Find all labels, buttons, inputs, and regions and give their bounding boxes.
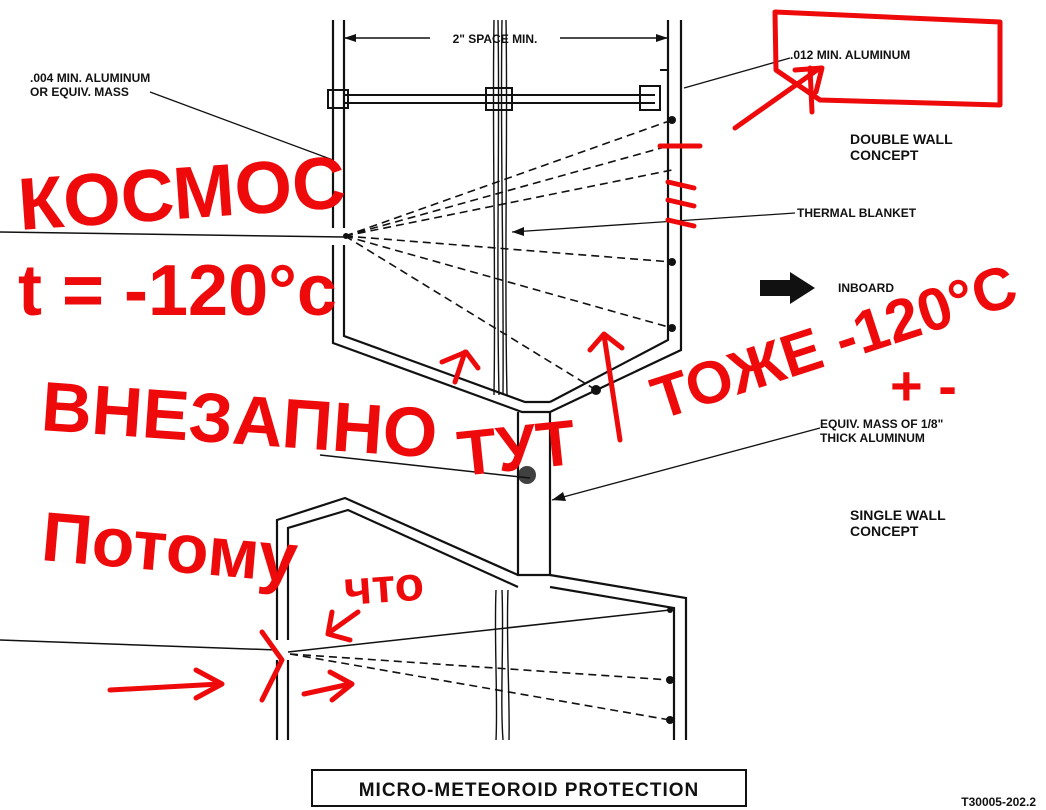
title-box: MICRO-METEOROID PROTECTION	[311, 769, 747, 807]
outer-wall-label-line2: OR EQUIV. MASS	[30, 85, 129, 99]
equiv-mass-label: EQUIV. MASS OF 1/8" THICK ALUMINUM	[551, 417, 947, 501]
red-box	[772, 9, 1003, 108]
outer-wall-label: .004 MIN. ALUMINUM OR EQUIV. MASS	[30, 71, 334, 161]
temperature-text: t = -120°c	[18, 251, 337, 331]
thermal-blanket	[492, 19, 508, 396]
single-wall-structure	[0, 412, 688, 741]
red-arrow-up-2	[587, 331, 625, 443]
red-arrow-right-2	[301, 669, 355, 703]
equiv-mass-line1: EQUIV. MASS OF 1/8"	[820, 417, 943, 431]
svg-text:SINGLE WALL CONCEPT: SINGLE WALL CONCEPT	[850, 507, 949, 539]
red-arrow-right-1	[107, 667, 225, 701]
red-annotations: КОСМОС t = -120°c ВНЕЗАПНО ТУТ ТОЖЕ -120…	[15, 9, 1025, 703]
plus-minus-text: + -	[890, 354, 957, 417]
red-strike	[259, 629, 285, 703]
tozhe-text: ТОЖЕ -120°C	[643, 251, 1025, 432]
space-label: 2" SPACE MIN.	[453, 32, 538, 46]
thermal-blanket-label: THERMAL BLANKET	[511, 206, 917, 236]
inner-wall	[549, 20, 670, 403]
svg-text:.004 MIN. ALUMINUM OR EQ: .004 MIN. ALUMINUM OR EQUIV. MASS	[30, 71, 154, 99]
equiv-mass-line2: THICK ALUMINUM	[820, 431, 925, 445]
vnezapno-text: ВНЕЗАПНО	[39, 367, 440, 472]
red-arrow-up-1	[439, 349, 481, 385]
single-wall-line2: CONCEPT	[850, 523, 919, 539]
double-wall-line2: CONCEPT	[850, 147, 919, 163]
outer-wall-label-line1: .004 MIN. ALUMINUM	[30, 71, 150, 85]
double-wall-line1: DOUBLE WALL	[850, 131, 953, 147]
single-wall-line1: SINGLE WALL	[850, 507, 946, 523]
kosmos-text: КОСМОС	[15, 140, 348, 246]
tut-text: ТУТ	[454, 406, 579, 490]
inner-wall-label-text: .012 MIN. ALUMINUM	[790, 48, 910, 62]
potomu-text: Потому	[39, 497, 301, 597]
single-wall-label: SINGLE WALL CONCEPT	[850, 507, 949, 539]
figure-id: T30005-202.2	[961, 795, 1036, 809]
red-arrow-down	[325, 609, 361, 643]
svg-text:DOUBLE WALL CONCEPT: DOUBLE WALL CONCEPT	[850, 131, 956, 163]
impact-spray-double	[0, 116, 676, 395]
inboard-text: INBOARD	[838, 281, 894, 295]
svg-text:EQUIV. MASS OF 1/8" THIC: EQUIV. MASS OF 1/8" THICK ALUMINUM	[820, 417, 947, 445]
double-wall-label: DOUBLE WALL CONCEPT	[850, 131, 956, 163]
inboard-label: INBOARD	[760, 272, 894, 304]
thermal-blanket-text: THERMAL BLANKET	[797, 206, 917, 220]
inboard-arrow-icon	[760, 272, 815, 304]
figure-title: MICRO-METEOROID PROTECTION	[359, 780, 700, 801]
chto-text: что	[342, 558, 426, 616]
inner-wall-label: .012 MIN. ALUMINUM	[683, 48, 910, 89]
